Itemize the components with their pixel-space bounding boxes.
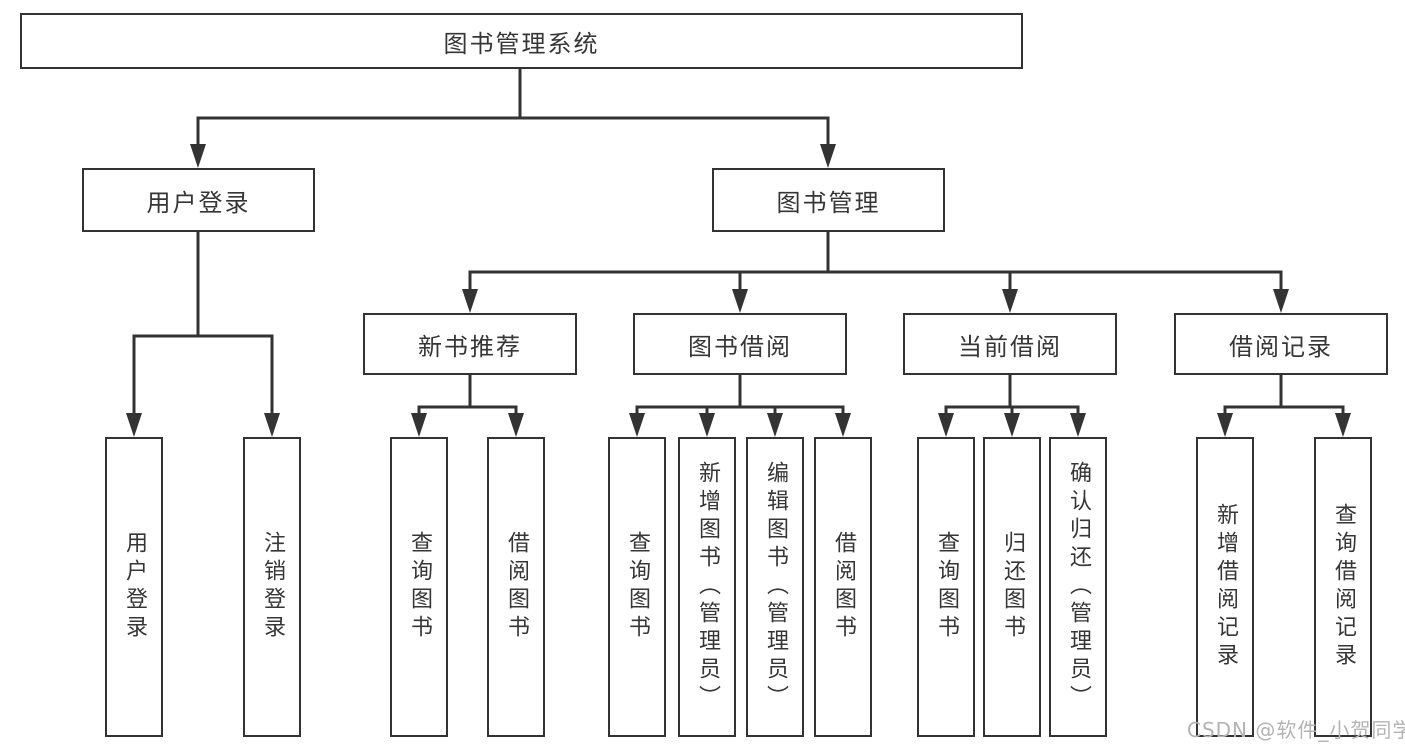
csdn-watermark: CSDN @软件_小贺同学	[1187, 718, 1405, 742]
leaf-return-book: 归还图书	[983, 437, 1041, 737]
arrowheads-book-borrow-split	[629, 413, 851, 437]
arrowheads-book-mgmt-split	[462, 289, 1289, 313]
connector-user-login-split	[132, 232, 274, 416]
connector-current-borrow-split	[944, 375, 1080, 416]
connector-borrow-records-split	[1223, 375, 1345, 416]
connector-new-book-split	[417, 375, 518, 416]
node-book-management: 图书管理	[712, 168, 945, 232]
node-book-borrowing: 图书借阅	[633, 313, 847, 375]
leaf-logout: 注销登录	[243, 437, 301, 737]
node-borrowing-records: 借阅记录	[1174, 313, 1388, 375]
connector-book-borrow-split	[635, 375, 845, 416]
arrowheads-borrow-records-split	[1217, 413, 1351, 437]
leaf-add-borrow-record: 新增借阅记录	[1196, 437, 1254, 737]
leaf-add-book-admin: 新增图书（管理员）	[678, 437, 736, 737]
arrowheads-root-split	[190, 144, 836, 168]
leaf-confirm-return-admin: 确认归还（管理员）	[1049, 437, 1107, 737]
connector-root-split	[196, 68, 830, 148]
connector-book-mgmt-split	[468, 232, 1283, 292]
leaf-query-books-recommend: 查询图书	[390, 437, 448, 737]
node-user-login: 用户登录	[82, 168, 315, 232]
leaf-edit-book-admin: 编辑图书（管理员）	[746, 437, 804, 737]
leaf-query-borrow-record: 查询借阅记录	[1314, 437, 1372, 737]
node-current-borrowing: 当前借阅	[903, 313, 1117, 375]
arrowheads-new-book-split	[411, 413, 524, 437]
leaf-query-books-borrowing: 查询图书	[608, 437, 666, 737]
leaf-borrow-books-recommend: 借阅图书	[487, 437, 545, 737]
arrowheads-current-borrow-split	[938, 413, 1086, 437]
leaf-user-login: 用户登录	[105, 437, 163, 737]
leaf-query-books-current: 查询图书	[917, 437, 975, 737]
node-root-library-system: 图书管理系统	[20, 13, 1023, 69]
leaf-borrow-books-borrowing: 借阅图书	[814, 437, 872, 737]
node-new-book-recommendation: 新书推荐	[363, 313, 577, 375]
arrowheads-user-login-split	[126, 413, 280, 437]
